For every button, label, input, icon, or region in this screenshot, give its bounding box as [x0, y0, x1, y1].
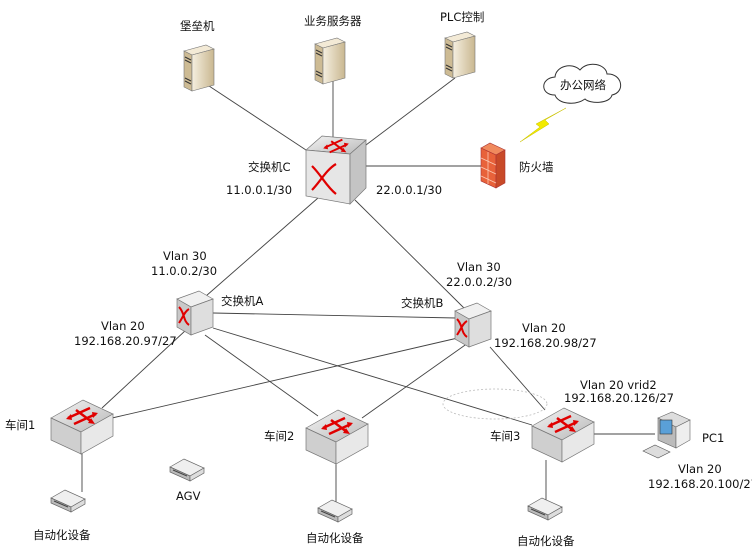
device3-label: 自动化设备: [517, 534, 575, 548]
core-switch-icon: [305, 135, 367, 205]
link-b-workshop3: [489, 346, 546, 411]
switch-a-vlan30: Vlan 30: [163, 249, 207, 263]
switch-b-node[interactable]: 交换机B Vlan 30 22.0.0.2/30 Vlan 20 192.168…: [401, 260, 597, 350]
switch-b-label: 交换机B: [401, 296, 443, 310]
switch-c-ip-right: 22.0.0.1/30: [376, 183, 442, 197]
switch-b-vlan20: Vlan 20: [522, 321, 566, 335]
link-c-b: [354, 199, 467, 311]
pc-icon: [642, 411, 691, 459]
switch-b-vlan30: Vlan 30: [457, 260, 501, 274]
bastion-node[interactable]: 堡垒机: [180, 19, 215, 92]
agv-label: AGV: [176, 489, 201, 503]
link-c-a: [205, 197, 319, 297]
plc-node[interactable]: PLC控制: [440, 10, 484, 79]
device3-node[interactable]: 自动化设备: [517, 497, 575, 548]
business-server-node[interactable]: 业务服务器: [304, 14, 362, 85]
switch-c-label: 交换机C: [248, 160, 291, 174]
device2-label: 自动化设备: [306, 531, 364, 545]
switch-a-vlan20: Vlan 20: [101, 319, 145, 333]
workshop2-node[interactable]: 车间2: [264, 410, 368, 464]
workshop2-label: 车间2: [264, 429, 294, 443]
lightning-icon: [519, 107, 567, 143]
server-icon: [314, 37, 346, 85]
link-a-workshop3: [212, 327, 533, 426]
switch-a-vlan20-ip: 192.168.20.97/27: [74, 334, 177, 348]
link-b-workshop2: [361, 342, 469, 419]
server-icon: [444, 31, 476, 79]
device-icon: [169, 458, 205, 482]
device-icon: [317, 499, 353, 523]
pc1-label: PC1: [702, 431, 724, 445]
pc1-node[interactable]: PC1 Vlan 20 192.168.20.100/27: [642, 411, 752, 491]
switch-icon: [532, 408, 594, 462]
business-server-label: 业务服务器: [304, 14, 362, 28]
device2-node[interactable]: 自动化设备: [306, 499, 364, 545]
cloud-icon: [543, 63, 622, 104]
plc-label: PLC控制: [440, 10, 484, 24]
office-network-label: 办公网络: [560, 78, 606, 92]
switch-b-vlan30-ip: 22.0.0.2/30: [446, 275, 512, 289]
vrrp-group-ellipse: [442, 388, 548, 420]
switch-c-ip-left: 11.0.0.1/30: [226, 183, 292, 197]
server-icon: [183, 44, 215, 92]
link-a-b: [212, 312, 457, 319]
firewall-label: 防火墙: [519, 160, 554, 174]
link-c-plc: [361, 77, 456, 149]
workshop1-label: 车间1: [5, 418, 35, 432]
device-icon: [527, 497, 563, 521]
workshop3-node[interactable]: 车间3 Vlan 20 vrid2 192.168.20.126/27: [490, 378, 674, 462]
device1-label: 自动化设备: [33, 528, 91, 542]
link-b-workshop1: [111, 336, 463, 419]
office-network-node[interactable]: 办公网络: [519, 63, 622, 143]
link-a-workshop2: [204, 334, 319, 417]
switch-a-label: 交换机A: [221, 294, 263, 308]
workshop3-label: 车间3: [490, 429, 520, 443]
switch-a-node[interactable]: 交换机A Vlan 30 11.0.0.2/30 Vlan 20 192.168…: [74, 249, 263, 348]
device-icon: [50, 489, 86, 513]
workshop3-vrrp: Vlan 20 vrid2: [580, 378, 657, 392]
firewall-icon: [480, 142, 506, 189]
workshop3-vrrp-ip: 192.168.20.126/27: [564, 391, 674, 405]
bastion-label: 堡垒机: [180, 19, 215, 33]
switch-c-node[interactable]: 交换机C 11.0.0.1/30 22.0.0.1/30: [226, 135, 442, 205]
links: [81, 77, 655, 502]
agv-node[interactable]: AGV: [169, 458, 205, 503]
pc1-vlan: Vlan 20: [678, 462, 722, 476]
firewall-node[interactable]: 防火墙: [480, 142, 554, 189]
switch-icon: [306, 410, 368, 464]
device1-node[interactable]: 自动化设备: [33, 489, 91, 542]
layer3-switch-icon: [176, 290, 214, 336]
switch-b-vlan20-ip: 192.168.20.98/27: [494, 336, 597, 350]
switch-icon: [51, 400, 113, 454]
link-c-bastion: [205, 83, 307, 151]
link-a-workshop1: [101, 329, 187, 409]
pc1-ip: 192.168.20.100/27: [648, 477, 752, 491]
workshop1-node[interactable]: 车间1: [5, 400, 113, 454]
layer3-switch-icon: [454, 302, 492, 348]
switch-a-vlan30-ip: 11.0.0.2/30: [151, 264, 217, 278]
